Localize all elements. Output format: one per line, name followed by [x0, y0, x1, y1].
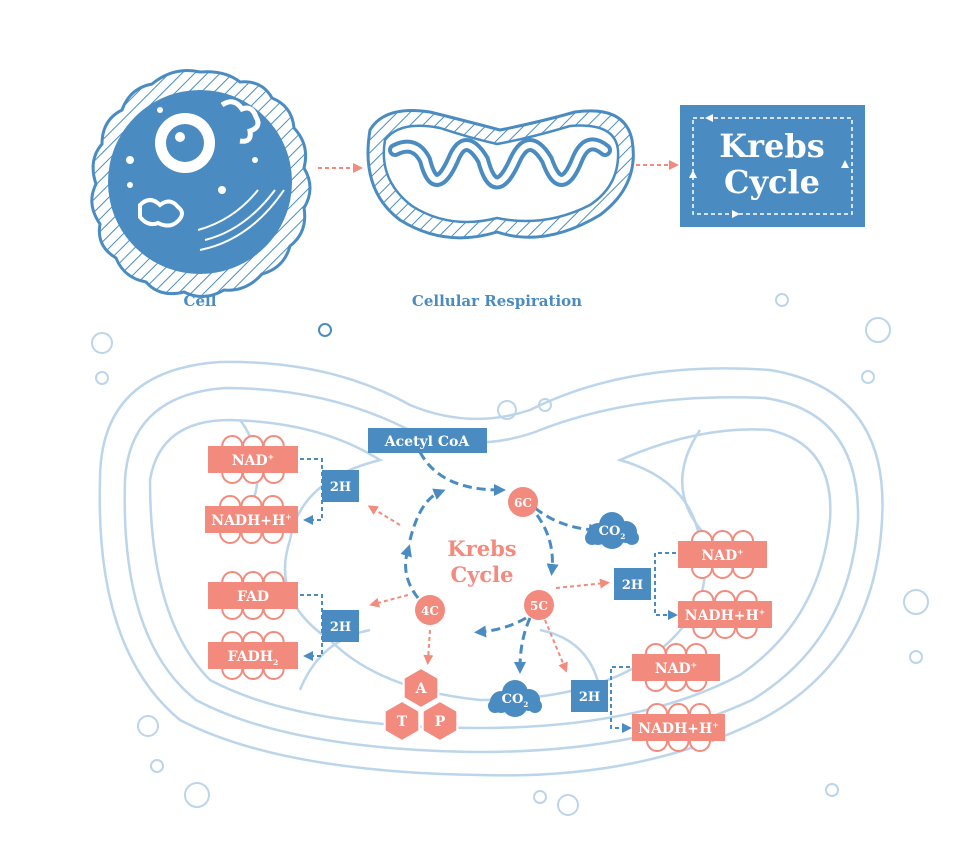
molecule-nad-right-upper: NAD+	[678, 530, 767, 579]
molecule-label: NADH+H+	[638, 720, 718, 737]
co2-label: CO2	[599, 524, 626, 541]
molecule-label: NADH+H+	[685, 607, 765, 624]
molecule-nadh-right-lower: NADH+H+	[632, 703, 725, 752]
node-label: 4C	[421, 604, 439, 618]
node-label: 6C	[514, 496, 532, 510]
atp-letter-a: A	[415, 681, 428, 697]
acetyl-coa-label: Acetyl CoA	[384, 434, 471, 450]
two-h-box: 2H	[614, 568, 651, 600]
two-h-label: 2H	[579, 690, 600, 705]
co2-cloud: CO2	[488, 680, 542, 717]
molecule-label: NAD+	[232, 452, 274, 469]
krebs-cycle-box: Krebs Cycle	[680, 105, 865, 227]
two-h-label: 2H	[330, 480, 351, 495]
molecule-nadh-left: NADH+H+	[205, 495, 298, 544]
node-label: 5C	[530, 599, 548, 613]
node-4c: 4C	[415, 595, 445, 625]
acetyl-coa-box: Acetyl CoA	[368, 428, 487, 453]
two-h-label: 2H	[622, 578, 643, 593]
cellular-respiration-label: Cellular Respiration	[412, 292, 582, 310]
bubbles	[91, 293, 929, 816]
molecule-label: NAD+	[655, 660, 697, 677]
molecule-label: NAD+	[701, 547, 743, 564]
molecule-label: FADH2	[228, 649, 279, 667]
atp-letter-t: T	[397, 714, 408, 730]
node-5c: 5C	[524, 590, 554, 620]
co2-cloud: CO2	[585, 512, 639, 549]
cell-illustration	[90, 69, 312, 298]
mitochondrion-illustration	[366, 108, 635, 240]
two-h-label: 2H	[330, 620, 351, 635]
two-h-box: 2H	[322, 470, 359, 502]
molecule-nad-right-lower: NAD+	[632, 643, 720, 692]
krebs-box-line2: Cycle	[724, 163, 820, 201]
co2-label: CO2	[502, 692, 529, 709]
side-arrows	[367, 505, 610, 673]
krebs-box-line1: Krebs	[719, 127, 824, 165]
molecule-nad-left: NAD+	[208, 435, 298, 484]
cycle-title-line2: Cycle	[450, 562, 513, 587]
cell-label: Cell	[184, 292, 217, 310]
atp-letter-p: P	[435, 714, 446, 730]
molecule-fad-left: FAD	[208, 571, 298, 620]
molecule-label: FAD	[237, 589, 269, 605]
molecule-nadh-right-upper: NADH+H+	[678, 590, 772, 639]
atp-hexagons: A T P	[383, 666, 459, 743]
two-h-box: 2H	[322, 610, 359, 642]
node-6c: 6C	[508, 487, 538, 517]
molecule-fadh2-left: FADH2	[208, 631, 298, 680]
molecule-label: NADH+H+	[211, 512, 291, 529]
cycle-title-line1: Krebs	[447, 536, 516, 561]
two-h-box: 2H	[571, 680, 608, 712]
